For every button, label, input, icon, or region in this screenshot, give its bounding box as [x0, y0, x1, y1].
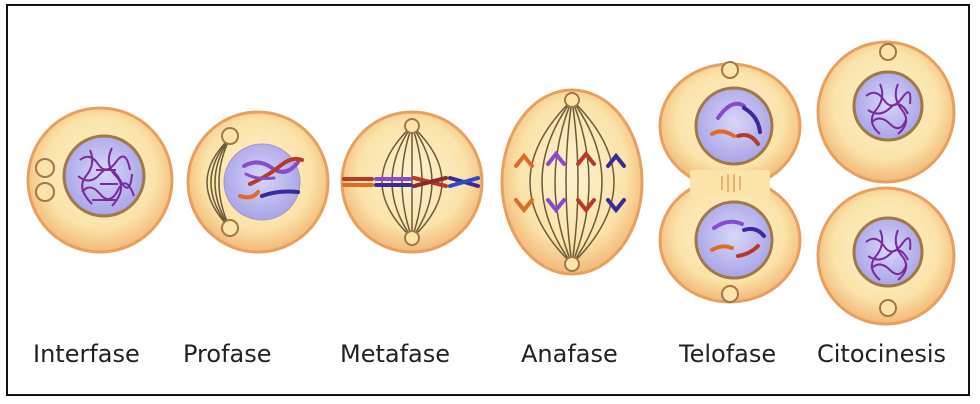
cell-citocinesis — [818, 42, 954, 324]
cell-anafase — [502, 90, 642, 274]
cell-interfase — [28, 108, 172, 252]
label-profase: Profase — [183, 340, 272, 368]
cell-metafase — [342, 112, 482, 252]
nucleus-profase — [224, 144, 300, 220]
nucleus-citocinesis-top — [854, 72, 922, 140]
label-telofase: Telofase — [679, 340, 776, 368]
centrosome-interfase-top — [36, 159, 54, 177]
nucleus-citocinesis-bottom — [854, 218, 922, 286]
label-anafase: Anafase — [521, 340, 618, 368]
cell-profase — [188, 112, 328, 252]
nucleus-telofase-bottom — [696, 202, 772, 278]
label-metafase: Metafase — [340, 340, 450, 368]
label-citocinesis: Citocinesis — [817, 340, 946, 368]
centrosome-interfase-bottom — [36, 183, 54, 201]
cell-telofase — [660, 62, 800, 302]
label-interfase: Interfase — [33, 340, 140, 368]
